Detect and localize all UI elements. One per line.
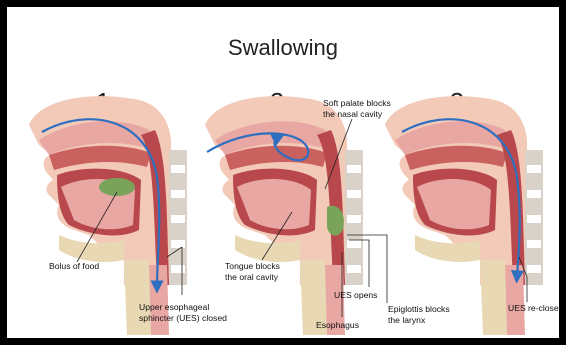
label-bolus: Bolus of food [49,261,99,271]
bolus-of-food [99,178,135,196]
panel-3: 3 [385,87,543,335]
panel-1: 1 [29,87,187,335]
label-tongue-1: Tongue blocks [225,261,280,271]
label-ues-closed-2: sphincter (UES) closed [139,313,227,323]
label-soft-palate-1: Soft palate blocks [323,98,391,108]
label-epiglottis-1: Epiglottis blocks [388,304,450,314]
label-esophagus: Esophagus [316,320,359,330]
diagram-title: Swallowing [228,35,338,60]
label-tongue-2: the oral cavity [225,272,279,282]
diagram-canvas: Swallowing 1 2 [7,7,559,338]
swallowing-diagram: Swallowing 1 2 [7,7,559,338]
label-ues-opens: UES opens [334,290,377,300]
label-soft-palate-2: the nasal cavity [323,109,383,119]
label-ues-recloses: UES re-closes [508,303,559,313]
label-epiglottis-2: the larynx [388,315,426,325]
label-ues-closed-1: Upper esophageal [139,302,209,312]
